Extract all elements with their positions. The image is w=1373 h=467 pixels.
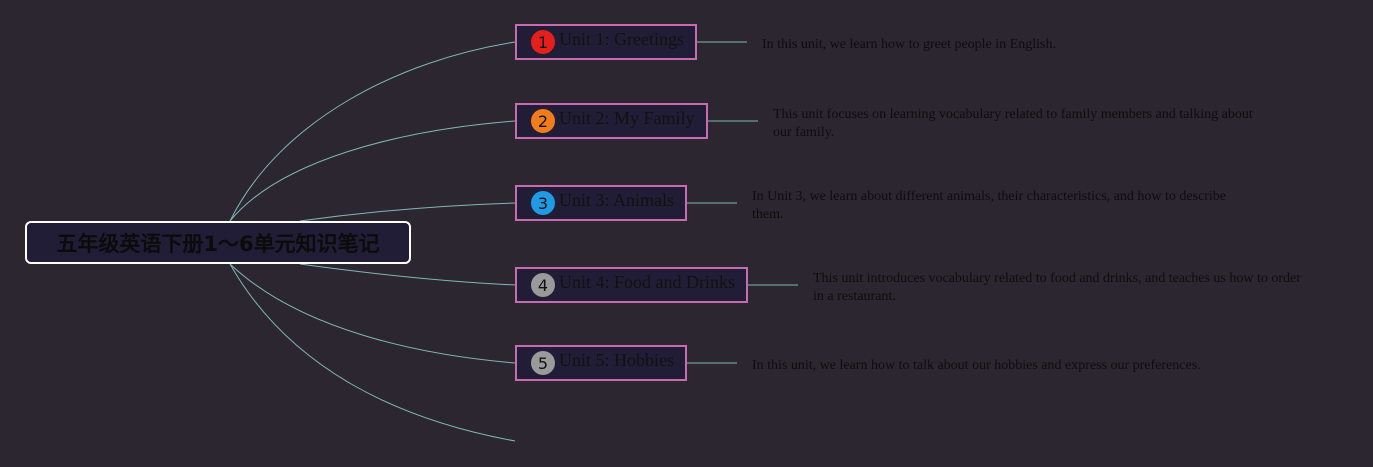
connector-root-unit5 [229, 263, 516, 364]
connector-root-unit3 [299, 202, 516, 222]
unit-3-description: In Unit 3, we learn about different anim… [752, 189, 1227, 222]
number-4-badge-icon: 4 [531, 273, 555, 297]
root-topic-title: 五年级英语下册1〜6单元知识笔记 [56, 231, 380, 256]
number-3-badge-icon: 3 [531, 191, 555, 215]
connector-root-unit1 [229, 41, 516, 222]
unit-1-node[interactable]: 1 Unit 1: Greetings [515, 24, 697, 60]
unit-4-description: This unit introduces vocabulary related … [813, 271, 1301, 304]
unit-1-description: In this unit, we learn how to greet peop… [762, 37, 1056, 52]
unit-1-label: Unit 1: Greetings [559, 28, 684, 49]
number-2-badge-icon: 2 [531, 109, 555, 133]
connector-root-unit6 [229, 263, 516, 442]
connector-root-unit2 [229, 120, 516, 222]
unit-5-description: In this unit, we learn how to talk about… [752, 358, 1201, 373]
number-5-badge-icon: 5 [531, 351, 555, 375]
unit-5-node[interactable]: 5 Unit 5: Hobbies [515, 345, 687, 381]
root-topic-node[interactable]: 五年级英语下册1〜6单元知识笔记 [25, 221, 411, 264]
unit-5-label: Unit 5: Hobbies [559, 349, 674, 370]
number-1-badge-icon: 1 [531, 30, 555, 54]
unit-4-node[interactable]: 4 Unit 4: Food and Drinks [515, 267, 748, 303]
unit-2-node[interactable]: 2 Unit 2: My Family [515, 103, 708, 139]
unit-3-node[interactable]: 3 Unit 3: Animals [515, 185, 687, 221]
connector-root-unit4 [299, 263, 516, 286]
unit-3-label: Unit 3: Animals [559, 189, 675, 210]
unit-2-label: Unit 2: My Family [559, 107, 695, 128]
unit-2-description: This unit focuses on learning vocabulary… [773, 107, 1253, 140]
unit-4-label: Unit 4: Food and Drinks [559, 271, 736, 292]
